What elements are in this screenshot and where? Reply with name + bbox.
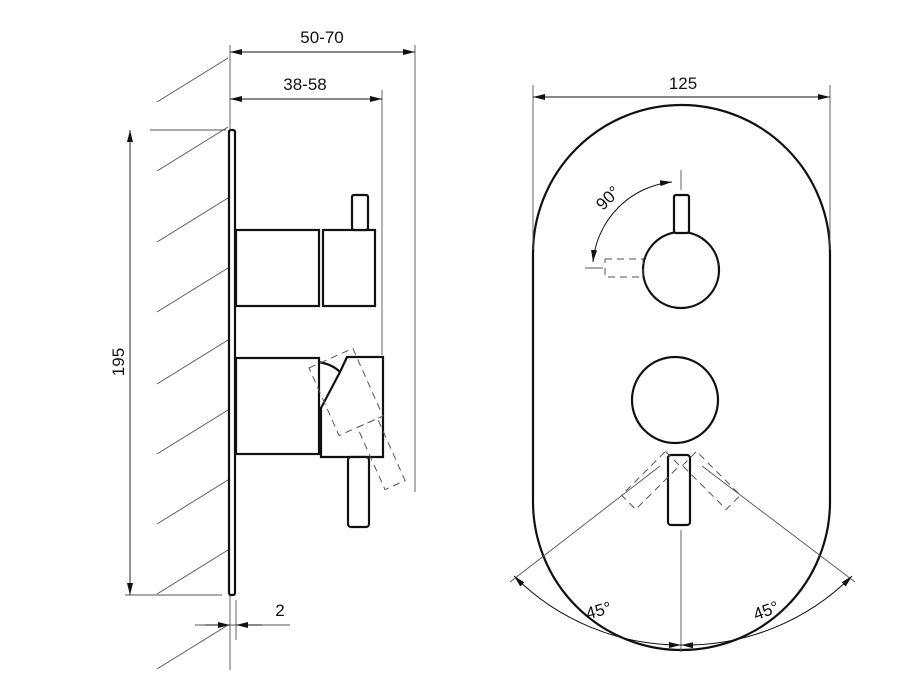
lower-lever-right-outline <box>681 450 742 511</box>
dim-total-depth-label: 50-70 <box>300 28 343 47</box>
lower-handle-rotated-outline <box>308 347 406 491</box>
front-view: 125 90° 45° 45° <box>509 74 856 652</box>
lower-knob-front <box>630 355 720 445</box>
dimension-plate-thickness: 2 <box>195 600 290 640</box>
dim-width-label: 125 <box>669 74 697 93</box>
dim-height-label: 195 <box>109 348 128 376</box>
upper-valve-body <box>234 228 321 308</box>
upper-knob-front <box>641 230 721 310</box>
lower-valve-body <box>234 356 321 456</box>
dimension-total-depth: 50-70 <box>230 28 416 492</box>
lower-lever-left-outline <box>620 450 681 511</box>
rotation-arc-45 <box>513 575 682 649</box>
lower-lever-front <box>666 453 692 527</box>
dim-plate-thickness-label: 2 <box>275 601 284 620</box>
dimension-body-depth: 38-58 <box>230 75 383 355</box>
dimension-height: 195 <box>109 129 226 596</box>
rotation-arc-90 <box>591 180 673 263</box>
upper-knob <box>321 228 377 308</box>
upper-lever <box>350 193 370 232</box>
side-view: 50-70 38-58 195 2 <box>109 28 416 670</box>
upper-lever-front <box>672 193 691 235</box>
dim-body-depth-label: 38-58 <box>283 75 326 94</box>
wall-hatching <box>156 45 231 670</box>
dimension-width: 125 <box>532 74 831 250</box>
cover-plate <box>227 128 237 597</box>
lower-lever <box>346 455 371 529</box>
lower-handle <box>317 355 385 459</box>
